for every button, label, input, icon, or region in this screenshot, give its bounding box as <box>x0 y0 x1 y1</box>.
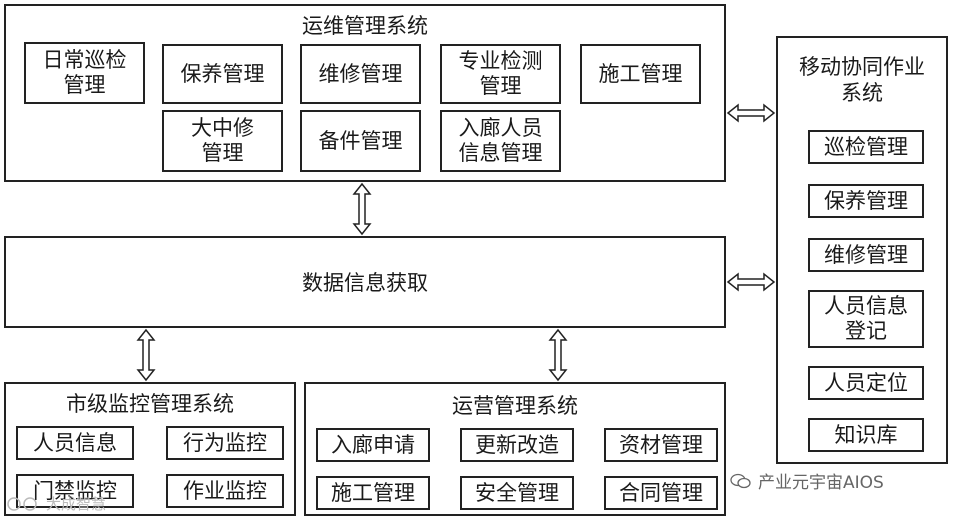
ops-module-spare-parts: 备件管理 <box>300 110 421 172</box>
wechat-icon <box>730 473 751 488</box>
mobile-module-knowledge-base: 知识库 <box>808 418 924 452</box>
brand-watermark-text: 产业元宇宙AIOS <box>758 473 884 493</box>
operation-module-entry-application: 入廊申请 <box>316 428 430 462</box>
city-module-work-monitoring: 作业监控 <box>166 474 284 508</box>
data-city-arrow <box>136 328 156 382</box>
operation-module-materials: 资材管理 <box>604 428 718 462</box>
mobile-module-maintenance: 保养管理 <box>808 184 924 218</box>
ops-data-arrow <box>352 182 372 236</box>
ops-mobile-arrow <box>726 103 776 123</box>
ops-module-overhaul: 大中修 管理 <box>162 110 283 172</box>
operation-module-contracts: 合同管理 <box>604 476 718 510</box>
brand-watermark: 产业元宇宙AIOS <box>730 468 884 493</box>
ops-module-construction: 施工管理 <box>580 44 701 104</box>
city-module-personnel-info: 人员信息 <box>16 426 134 460</box>
data-mobile-arrow <box>726 272 776 292</box>
data-layer-panel: 数据信息获取 <box>4 236 726 328</box>
mobile-module-personnel-registration: 人员信息 登记 <box>808 290 924 348</box>
ops-module-repair: 维修管理 <box>300 44 421 104</box>
mobile-module-repair: 维修管理 <box>808 238 924 272</box>
ops-module-professional-testing: 专业检测 管理 <box>440 44 561 104</box>
mobile-system-title: 移动协同作业 系统 <box>799 55 925 105</box>
operation-module-safety: 安全管理 <box>460 476 574 510</box>
operation-module-construction: 施工管理 <box>316 476 430 510</box>
data-operation-arrow <box>548 328 568 382</box>
city-module-behavior-monitoring: 行为监控 <box>166 426 284 460</box>
city-system-title: 市级监控管理系统 <box>66 392 234 416</box>
ops-module-maintenance: 保养管理 <box>162 44 283 104</box>
ops-module-daily-inspection: 日常巡检 管理 <box>24 42 145 104</box>
ops-system-title: 运维管理系统 <box>302 14 428 38</box>
operation-module-renovation: 更新改造 <box>460 428 574 462</box>
operation-system-title: 运营管理系统 <box>452 394 578 418</box>
source-watermark: 大成智慧 <box>6 493 106 514</box>
source-watermark-text: 大成智慧 <box>46 495 107 513</box>
ops-module-personnel-info: 入廊人员 信息管理 <box>440 110 561 172</box>
mobile-module-personnel-location: 人员定位 <box>808 366 924 400</box>
source-logo-icon <box>7 496 37 511</box>
mobile-module-inspection: 巡检管理 <box>808 130 924 164</box>
data-layer-title: 数据信息获取 <box>302 271 428 295</box>
